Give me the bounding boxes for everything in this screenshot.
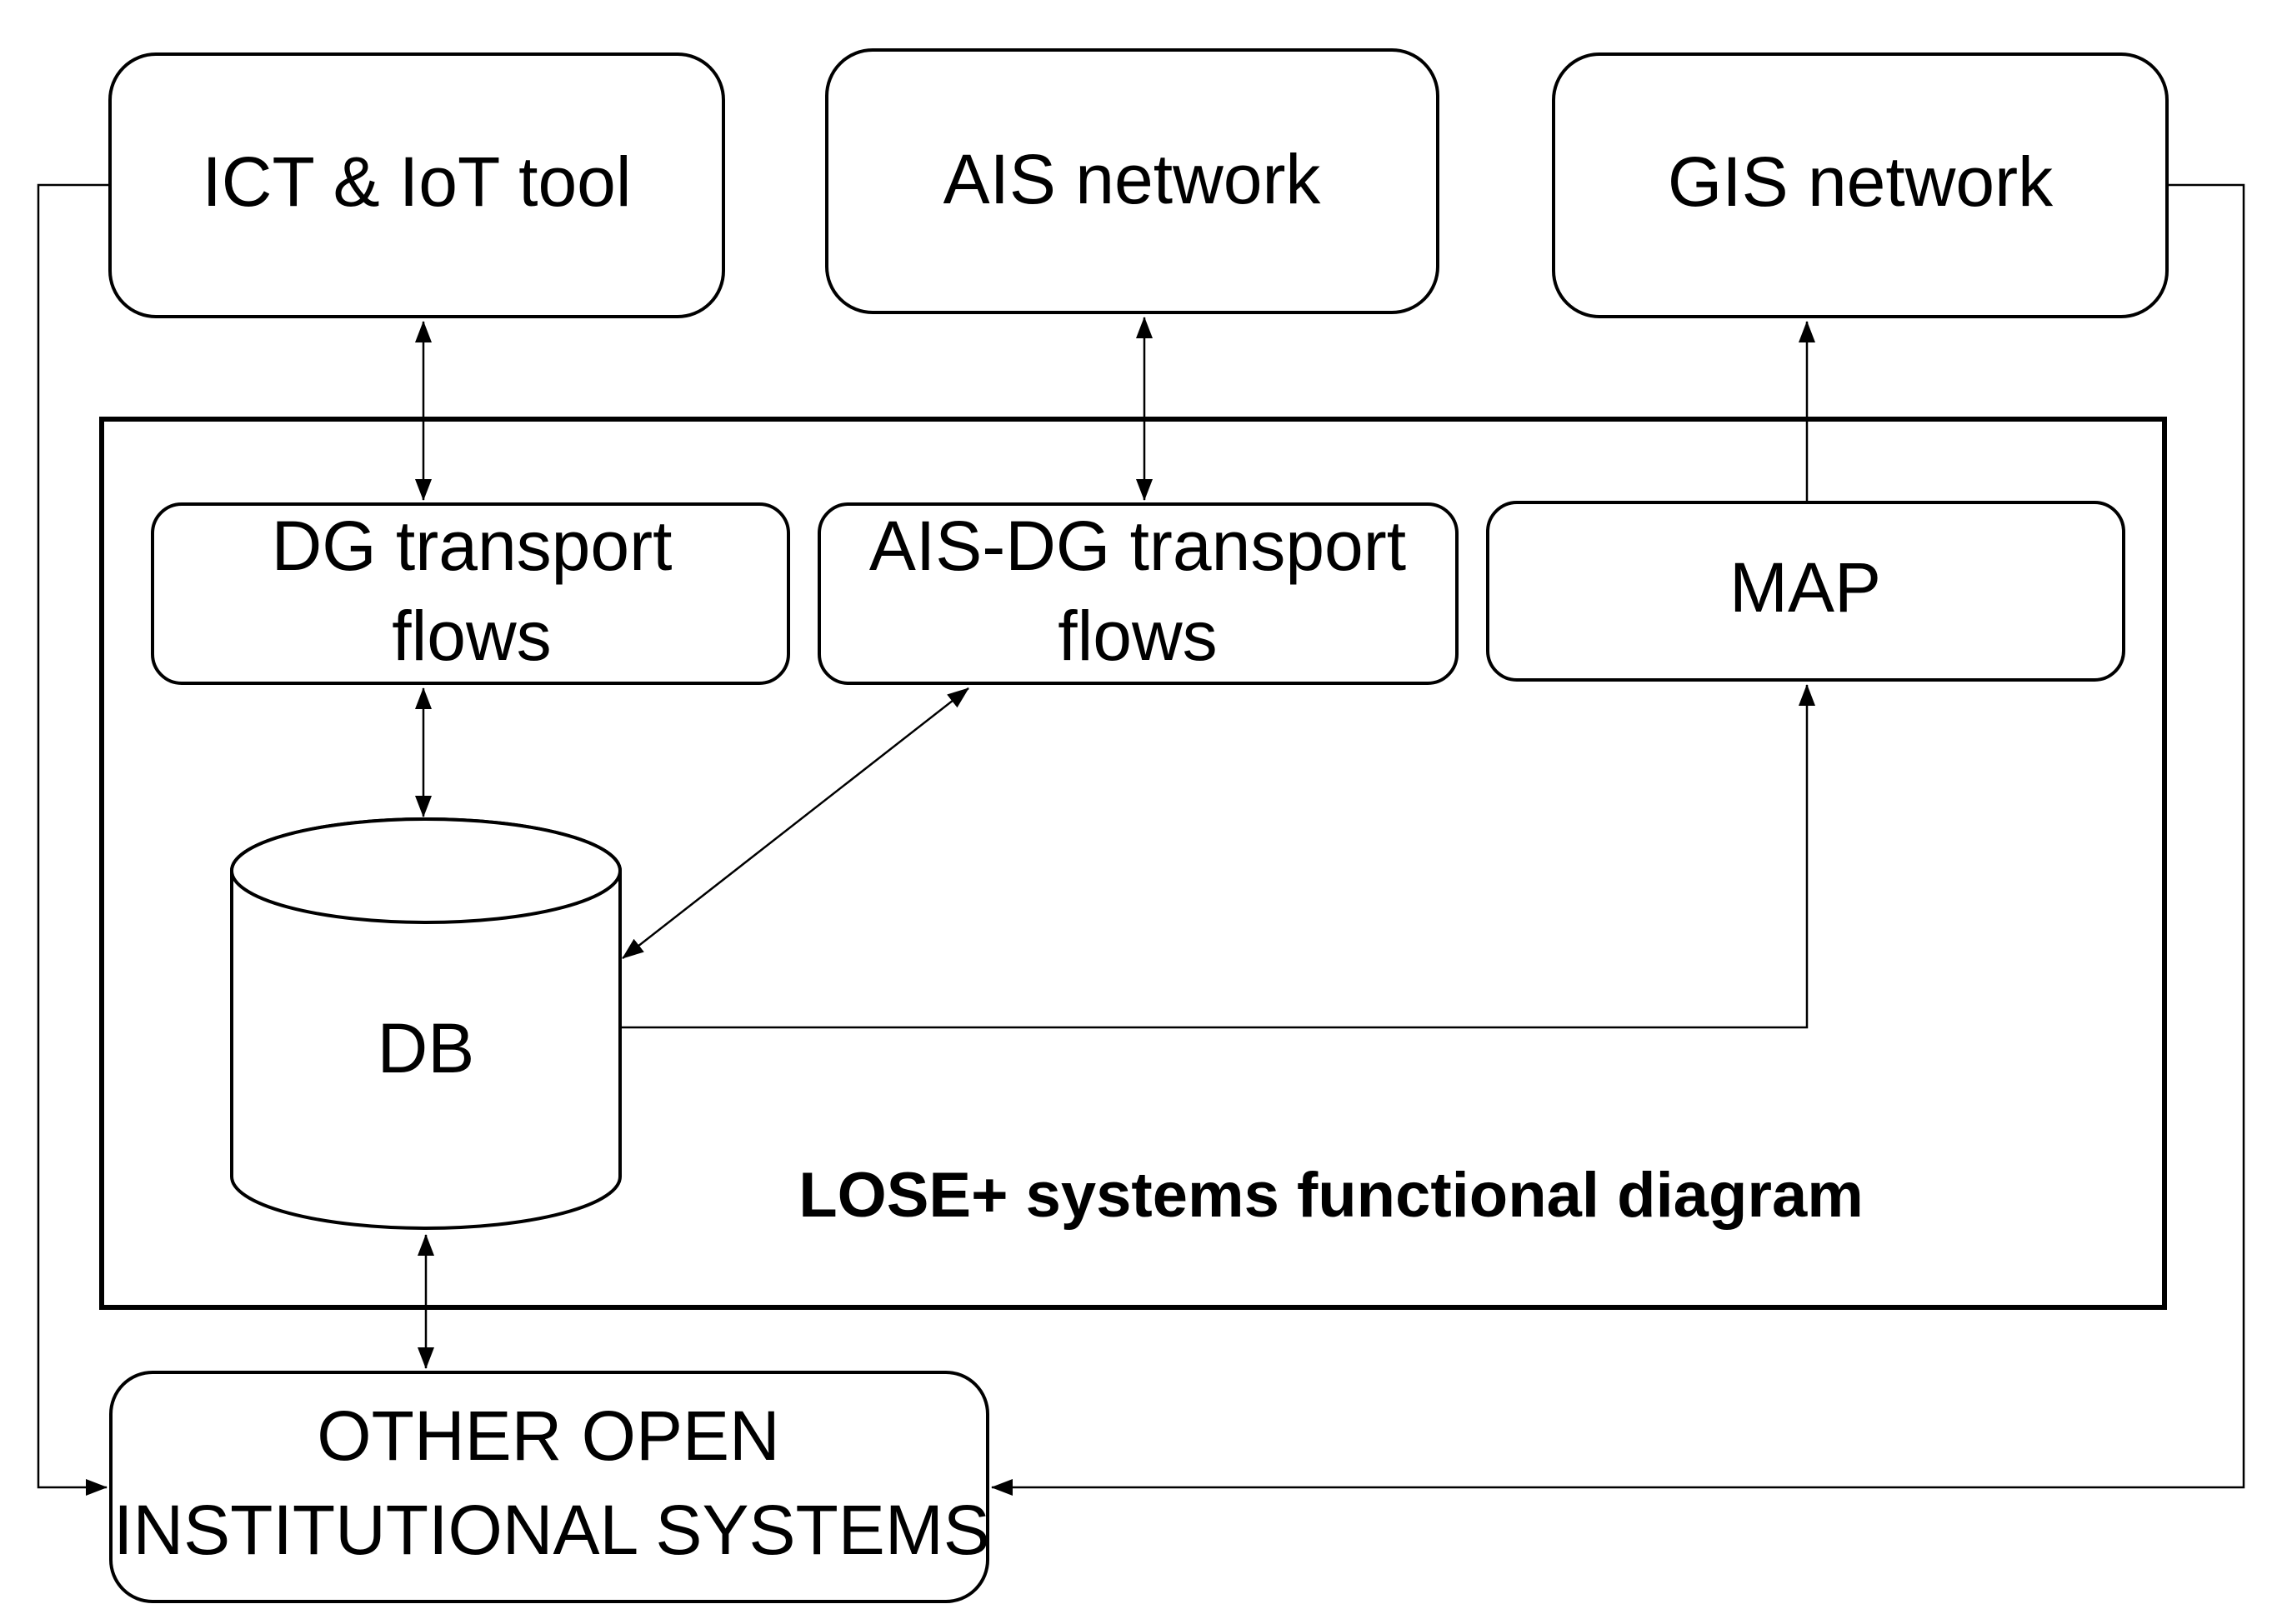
ais-dg-transport-flows-box: AIS-DG transport flows [818,502,1459,685]
edge-db-to-map [620,684,1815,1029]
map-label: MAP [1729,548,1881,627]
ict-iot-tool-label: ICT & IoT tool [202,142,631,221]
ais-dg-transport-flows-line1: AIS-DG transport [869,507,1406,585]
ais-dg-transport-flows-line2: flows [1058,597,1217,675]
dg-transport-flows-box: DG transport flows [151,502,790,685]
other-institutional-systems-box: OTHER OPEN INSTITUTIONAL SYSTEMS [109,1371,990,1603]
ict-iot-tool-box: ICT & IoT tool [108,52,725,318]
db-label: DB [378,1009,475,1087]
db-cylinder: DB [230,817,622,1230]
ais-network-box: AIS network [825,48,1439,314]
edge-gis-to-other-systems [991,183,2245,1496]
other-systems-line2: INSTITUTIONAL SYSTEMS [113,1491,990,1569]
other-systems-line1: OTHER OPEN [317,1397,779,1475]
gis-network-box: GIS network [1552,52,2169,318]
system-frame [99,417,2167,1310]
dg-transport-flows-line2: flows [392,597,551,675]
edge-db-to-ais-dg-flows [622,687,969,959]
diagram-title: LOSE+ systems functional diagram [798,1160,1864,1231]
ais-network-label: AIS network [943,140,1322,218]
gis-network-label: GIS network [1668,142,2054,221]
edge-ict-to-other-systems [37,183,110,1496]
dg-transport-flows-line1: DG transport [272,507,673,585]
map-box: MAP [1486,501,2125,682]
